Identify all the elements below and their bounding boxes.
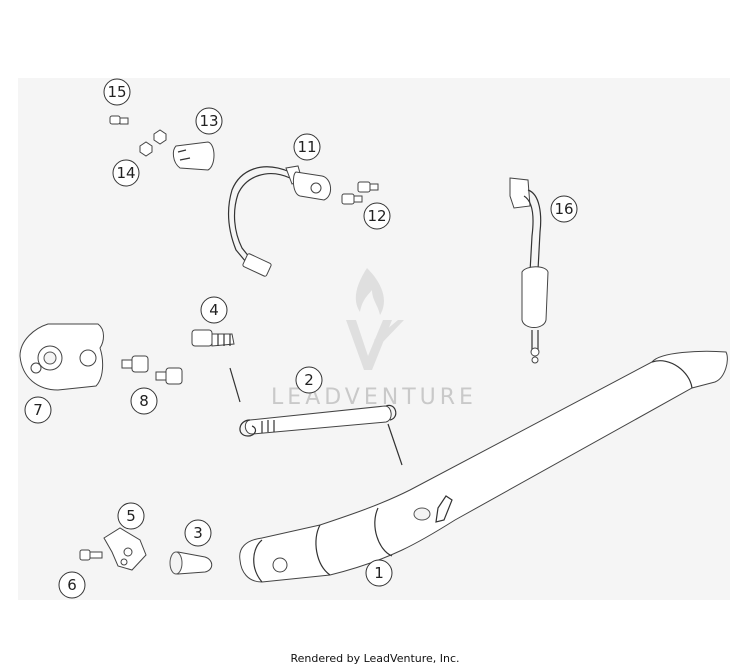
- callout-1: 1: [365, 559, 393, 587]
- part-12-screws: [341, 181, 379, 205]
- svg-text:3: 3: [193, 524, 203, 542]
- footer-credit: Rendered by LeadVenture, Inc.: [290, 652, 460, 665]
- part-6-screw: [79, 549, 103, 561]
- callout-3: 3: [184, 519, 212, 547]
- callout-14: 14: [112, 159, 140, 187]
- callout-15: 15: [103, 78, 131, 106]
- svg-text:13: 13: [199, 112, 218, 130]
- part-2-spring: [229, 367, 403, 466]
- part-11-switch-cable: [227, 165, 331, 277]
- callout-2: 2: [295, 366, 323, 394]
- callout-8: 8: [130, 387, 158, 415]
- part-8-bolts: [121, 355, 183, 385]
- svg-text:5: 5: [126, 507, 136, 525]
- part-1-side-stand: [239, 350, 728, 583]
- callout-6: 6: [58, 571, 86, 599]
- svg-text:16: 16: [554, 200, 573, 218]
- callout-13: 13: [195, 107, 223, 135]
- part-3-buffer: [169, 551, 213, 575]
- part-5-bracket: [103, 527, 147, 571]
- svg-text:8: 8: [139, 392, 149, 410]
- svg-text:12: 12: [367, 207, 386, 225]
- part-4-bolt: [191, 329, 235, 347]
- callout-16: 16: [550, 195, 578, 223]
- part-7-mount-plate: [19, 323, 104, 391]
- callout-12: 12: [363, 202, 391, 230]
- part-16-harness: [509, 177, 549, 364]
- part-13-switch-housing: [172, 141, 215, 171]
- svg-text:11: 11: [297, 138, 316, 156]
- svg-text:1: 1: [374, 564, 384, 582]
- svg-text:4: 4: [209, 301, 219, 319]
- callout-7: 7: [24, 396, 52, 424]
- part-15-screw: [109, 115, 129, 125]
- part-14-nuts: [139, 129, 167, 157]
- svg-text:7: 7: [33, 401, 43, 419]
- svg-text:2: 2: [304, 371, 314, 389]
- callout-5: 5: [117, 502, 145, 530]
- svg-text:6: 6: [67, 576, 77, 594]
- callout-11: 11: [293, 133, 321, 161]
- svg-text:15: 15: [107, 83, 126, 101]
- watermark-logo: [346, 268, 404, 370]
- callout-4: 4: [200, 296, 228, 324]
- svg-text:14: 14: [116, 164, 135, 182]
